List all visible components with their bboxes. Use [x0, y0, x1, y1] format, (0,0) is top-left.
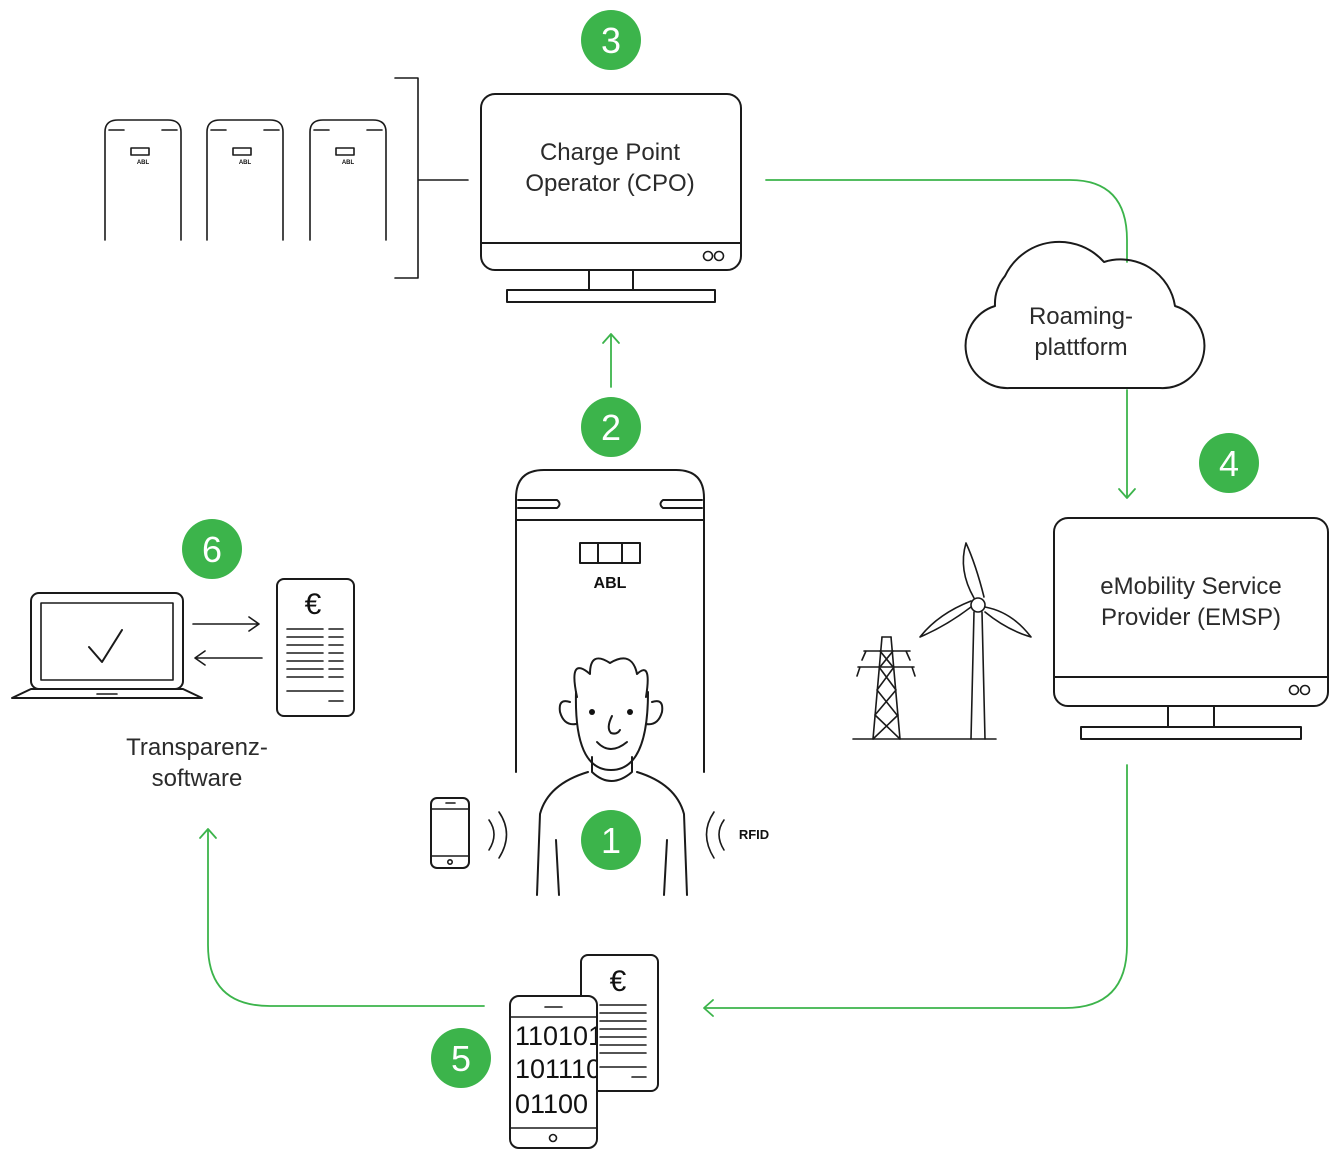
- invoice-icon: €: [580, 954, 659, 1092]
- step-badge-5: 5: [431, 1028, 491, 1088]
- svg-text:5: 5: [451, 1038, 471, 1079]
- step-badge-3: 3: [581, 10, 641, 70]
- binary-line-3: 01100: [515, 1089, 588, 1119]
- flow-connectors: [199, 179, 1136, 1017]
- charger-icon: ABL: [104, 119, 182, 241]
- signal-waves-phone: [488, 811, 508, 859]
- step-badge-4: 4: [1199, 433, 1259, 493]
- smartphone-icon: [430, 797, 470, 869]
- checkmark-icon: [88, 629, 123, 663]
- monitor-icon: [1053, 517, 1329, 740]
- charger-icon: ABL: [206, 119, 284, 241]
- svg-text:4: 4: [1219, 443, 1239, 484]
- roaming-label-line2: plattform: [1034, 334, 1127, 361]
- binary-line-1: 110101: [515, 1021, 603, 1051]
- flow-cpo-to-roaming: [765, 179, 1128, 263]
- bracket: [394, 77, 469, 279]
- transparency-software: € Transparenz- software: [11, 578, 355, 792]
- billing-euro: €: [610, 965, 627, 998]
- main-charger-brand: ABL: [594, 575, 627, 592]
- step-badge-6: 6: [182, 519, 242, 579]
- cpo-label-line1: Charge Point: [540, 139, 680, 166]
- charger-icon: ABL: [515, 469, 705, 773]
- binary-line-4: 110101: [515, 1122, 603, 1150]
- flow-emsp-to-billing: [704, 764, 1128, 1009]
- rfid-icon: RFID: [739, 827, 769, 842]
- power-pylon-icon: [856, 636, 916, 740]
- smartphone-icon: 110101 101110 01100 110101: [509, 995, 603, 1150]
- svg-text:1: 1: [601, 820, 621, 861]
- invoice-euro: €: [305, 588, 322, 621]
- invoice-icon: €: [276, 578, 355, 717]
- arrow-head-cpo: [602, 333, 620, 344]
- cpo-label-line2: Operator (CPO): [525, 170, 694, 197]
- transparency-label-line1: Transparenz-: [126, 734, 268, 761]
- charger-brand: ABL: [137, 160, 150, 166]
- roaming-cloud: Roaming- plattform: [964, 240, 1206, 390]
- arrow-right: [192, 616, 260, 632]
- arrow-left: [194, 650, 263, 666]
- emsp-label-line1: eMobility Service: [1100, 573, 1281, 600]
- step-badge-1: 1: [581, 810, 641, 870]
- emsp-label-line2: Provider (EMSP): [1101, 604, 1281, 631]
- binary-line-2: 101110: [515, 1054, 601, 1084]
- person-icon: [536, 657, 688, 896]
- energy-sources: [852, 542, 1032, 740]
- main-charger: ABL RFID: [430, 469, 769, 896]
- svg-text:2: 2: [601, 407, 621, 448]
- laptop-icon: [11, 592, 203, 699]
- cpo-monitor: Charge Point Operator (CPO): [480, 93, 742, 303]
- monitor-icon: [480, 93, 742, 303]
- svg-text:3: 3: [601, 20, 621, 61]
- signal-waves-rfid: [705, 811, 725, 859]
- svg-text:6: 6: [202, 529, 222, 570]
- step-badge-2: 2: [581, 397, 641, 457]
- billing-data: € 110101 101110 01100 110101: [509, 954, 659, 1150]
- charger-group: ABL ABL ABL: [104, 77, 469, 279]
- charger-icon: ABL: [309, 119, 387, 241]
- charger-brand: ABL: [342, 160, 355, 166]
- emsp-monitor: eMobility Service Provider (EMSP): [1053, 517, 1329, 740]
- transparency-label-line2: software: [152, 765, 243, 792]
- arrow-head-billing: [703, 999, 714, 1017]
- cloud-icon: [964, 240, 1206, 390]
- arrow-head-emsp: [1118, 488, 1136, 499]
- charger-brand: ABL: [239, 160, 252, 166]
- step-badges: 3 2 4 6 1 5: [182, 10, 1259, 1088]
- wind-turbine-icon: [919, 542, 1032, 740]
- roaming-label-line1: Roaming-: [1029, 303, 1133, 330]
- flow-billing-to-transparency: [207, 829, 485, 1007]
- arrow-head-transparency: [199, 828, 217, 839]
